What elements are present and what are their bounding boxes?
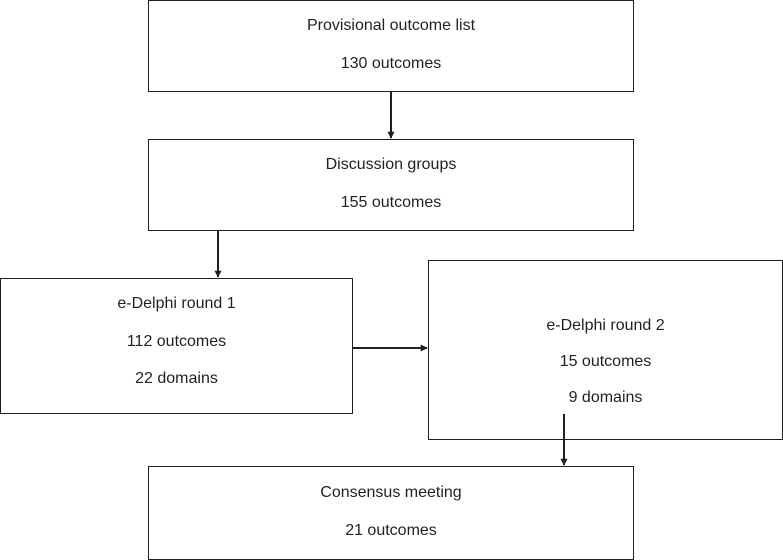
e-delphi-round-1-domains: 22 domains (135, 370, 218, 387)
e-delphi-round-2-title: e-Delphi round 2 (546, 317, 665, 334)
consensus-meeting-count: 21 outcomes (345, 522, 437, 539)
provisional-outcome-list-title: Provisional outcome list (306, 17, 476, 34)
discussion-groups-count: 155 outcomes (340, 194, 442, 211)
e-delphi-round-1-box: e-Delphi round 1 112 outcomes 22 domains (0, 278, 353, 414)
e-delphi-round-2-box: e-Delphi round 2 15 outcomes 9 domains (428, 260, 783, 440)
e-delphi-round-1-outcomes: 112 outcomes (126, 333, 227, 350)
provisional-outcome-list-count: 130 outcomes (340, 55, 442, 72)
provisional-outcome-list-box: Provisional outcome list 130 outcomes (148, 0, 634, 92)
discussion-groups-title: Discussion groups (325, 156, 457, 173)
consensus-meeting-title: Consensus meeting (320, 484, 462, 501)
e-delphi-round-2-outcomes: 15 outcomes (559, 353, 652, 370)
e-delphi-round-1-title: e-Delphi round 1 (117, 295, 236, 312)
discussion-groups-box: Discussion groups 155 outcomes (148, 139, 634, 231)
e-delphi-round-2-domains: 9 domains (568, 389, 643, 406)
